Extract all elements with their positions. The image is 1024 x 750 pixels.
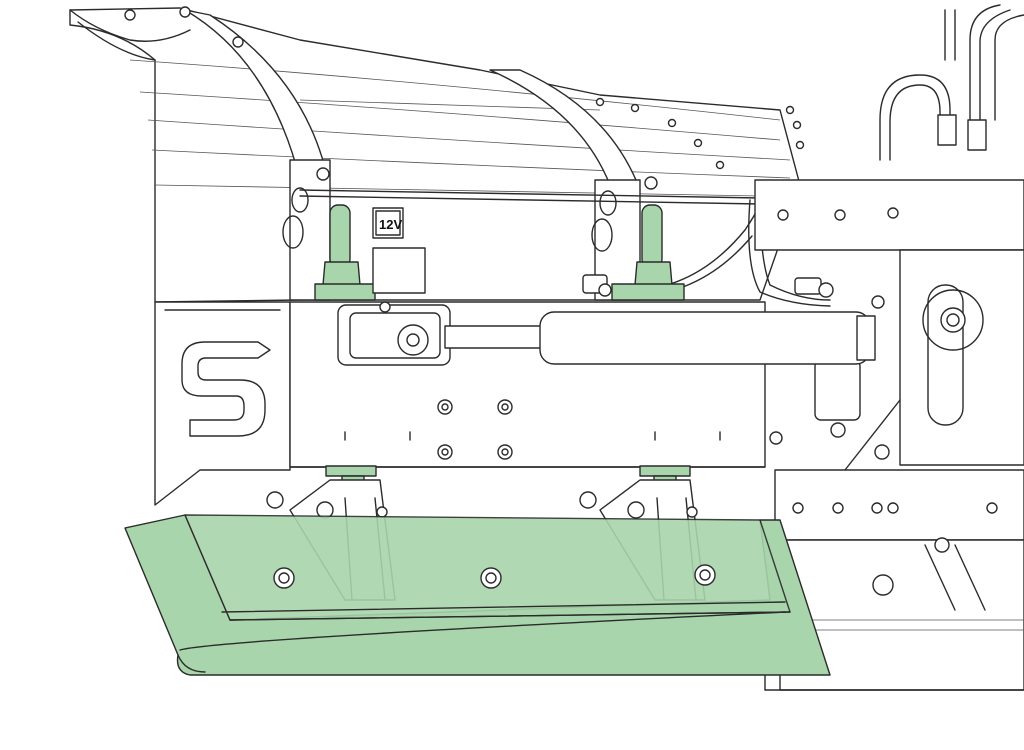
cutting-edge-blade [124, 514, 831, 676]
beam-bolt-right [579, 491, 597, 509]
rim-bolts [124, 6, 805, 170]
voltage-tag: 12V [372, 207, 404, 239]
moldboard [69, 7, 801, 303]
logo-mark: S [181, 341, 271, 437]
beam-bolt-left [266, 491, 284, 509]
side-panel [154, 301, 291, 506]
spring-cylinder-right [611, 204, 685, 301]
hose-fittings [316, 167, 834, 298]
moldboard-rib-left [184, 9, 331, 301]
voltage-label: 12V [379, 217, 402, 232]
hydraulic-cylinder [337, 295, 885, 366]
control-module [372, 247, 426, 294]
cross-rod [299, 189, 761, 199]
